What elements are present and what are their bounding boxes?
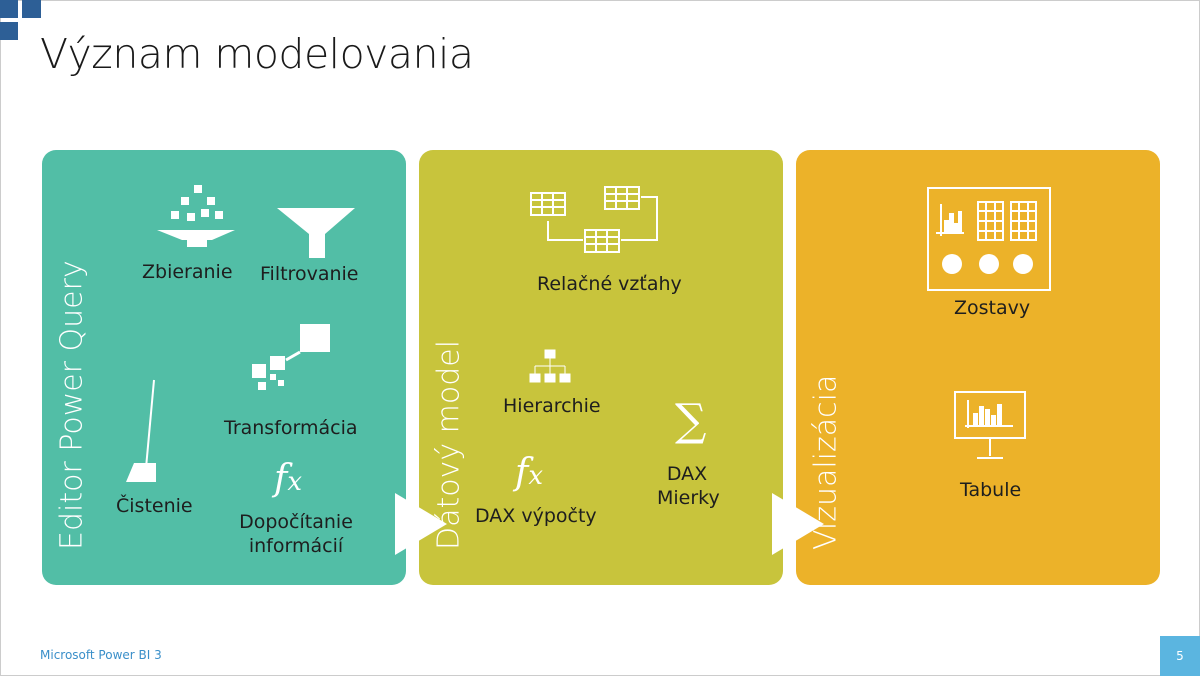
arrow-icon [395,493,447,555]
transform-icon [252,324,330,390]
page-number: 5 [1160,636,1200,676]
hierarchy-icon [529,349,571,383]
sigma-icon: ∑ [675,395,707,446]
panel-data-model: Dátový model Relačné vzťahy Hierarchie f… [419,150,783,585]
item-label: Zbieranie [142,261,233,283]
footer-text: Microsoft Power BI 3 [40,648,162,662]
relations-icon [530,186,658,253]
broom-icon [126,379,156,482]
logo-square [0,22,18,40]
item-label: Filtrovanie [260,263,359,285]
item-label: Tabule [960,479,1022,501]
panel-power-query: Editor Power Query Zbieranie Filtrovanie… [42,150,406,585]
item-label: Hierarchie [503,395,601,417]
item-label: Čistenie [116,495,193,517]
item-label: Dopočítanie informácií [239,511,353,557]
function-icon: fx [274,458,302,499]
slide-title: Význam modelovania [40,30,474,78]
dashboard-icon [954,391,1026,459]
collect-icon [157,185,235,247]
item-label: DAX výpočty [475,505,597,527]
panel-visualization: Vizualizácia Zostavy Tabule [796,150,1160,585]
item-label: DAX Mierky [657,463,720,509]
arrow-icon [772,493,824,555]
item-label: Relačné vzťahy [537,273,682,295]
panel-heading: Editor Power Query [54,260,90,550]
item-label: Transformácia [224,417,358,439]
logo-square [22,0,41,18]
logo-square [0,0,18,18]
reports-icon [927,187,1051,291]
item-label: Zostavy [954,297,1031,319]
function-icon: fx [515,452,543,493]
filter-icon [277,208,355,258]
